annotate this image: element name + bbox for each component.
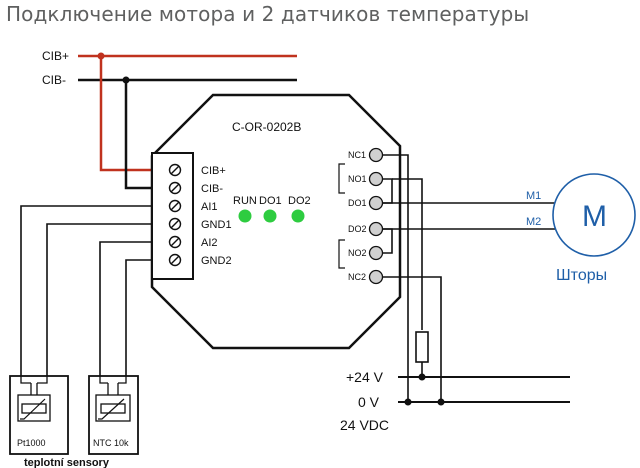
plus-24v-label: +24 V [346,369,384,385]
nc1-wire [383,154,409,402]
sensors-caption: teplotní sensory [24,457,110,468]
terminal-label-no2: NO2 [348,248,367,258]
motor-letter: M [582,200,607,233]
sensor-pt1000 [9,375,69,455]
sensor-ntc10k-label: NTC 10k [93,438,129,448]
left-terminal-screws [168,163,182,267]
terminal-label-cib-minus: CIB- [201,183,223,195]
ai1-sensor-wire [20,205,152,376]
plus-24v-junction [418,373,426,381]
motor-wire-m2-label: M2 [526,216,541,228]
nc2-wire [383,276,442,402]
terminal-screw-gnd1[interactable] [168,217,182,231]
terminal-screw-gnd2[interactable] [168,253,182,267]
terminal-label-gnd2: GND2 [201,255,232,267]
sensor-ntc10k [88,375,139,455]
motor-label: Шторы [556,267,607,284]
led-do2 [291,209,305,223]
zero-v-label: 0 V [358,394,380,410]
terminal-label-gnd1: GND1 [201,219,232,231]
terminal-screw-ai2[interactable] [168,235,182,249]
cib-minus-label: CIB- [42,73,66,87]
terminal-screw-cib-plus[interactable] [168,163,182,177]
supply-label: 24 VDC [340,417,389,433]
terminal-do2[interactable] [368,221,384,237]
sensor-pt1000-label: Pt1000 [17,438,46,448]
led-run [238,209,252,223]
terminal-label-do1-out: DO1 [348,198,367,208]
terminal-no1[interactable] [368,171,384,187]
ai2-sensor-wire [99,241,152,376]
terminal-screw-cib-minus[interactable] [168,181,182,195]
terminal-nc1[interactable] [368,147,384,163]
terminal-screw-ai1[interactable] [168,199,182,213]
terminal-no2[interactable] [368,245,384,261]
led-label-run: RUN [233,195,257,207]
relay1-contact-symbol [338,163,345,194]
terminal-label-no1: NO1 [348,174,367,184]
terminal-label-ai1: AI1 [201,201,218,213]
motor-wire-m1-label: M1 [526,190,541,202]
gnd2-sensor-wire [125,259,152,376]
thermistor-icon [21,403,47,414]
zero-v-junction-a [404,398,412,406]
module-name: C-OR-0202B [232,120,301,134]
page-title: Подключение мотора и 2 датчиков температ… [6,2,530,26]
fuse [415,331,429,363]
terminal-nc2[interactable] [368,269,384,285]
cib-plus-drop-wire [99,56,166,172]
cib-plus-label: CIB+ [42,49,69,63]
zero-v-junction-b [437,398,445,406]
motor-symbol [552,173,636,257]
terminal-label-do2-out: DO2 [348,224,367,234]
terminal-do1[interactable] [368,195,384,211]
led-label-do2: DO2 [288,195,311,207]
terminal-label-ai2: AI2 [201,237,218,249]
relay2-contact-symbol [338,239,345,269]
terminal-label-nc1: NC1 [348,150,366,160]
right-terminals [368,147,384,285]
led-label-do1: DO1 [259,195,282,207]
terminal-label-nc2: NC2 [348,272,366,282]
terminal-label-cib-plus: CIB+ [201,165,226,177]
gnd1-sensor-wire [46,223,152,376]
no1-wire [392,178,423,330]
led-do1 [263,209,277,223]
